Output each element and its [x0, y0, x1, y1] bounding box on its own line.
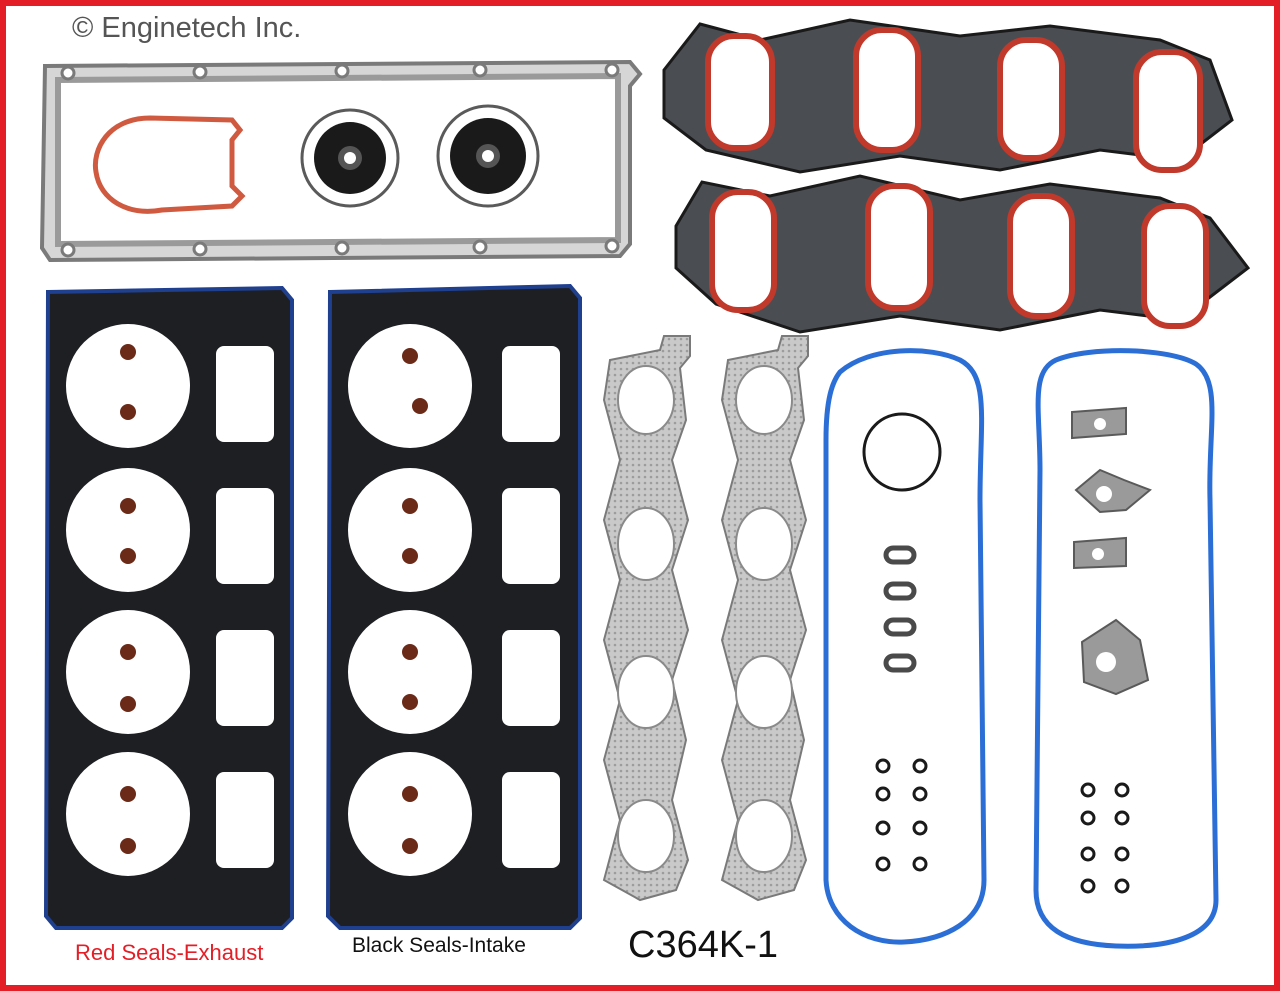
red-seals-caption: Red Seals-Exhaust: [75, 940, 264, 965]
part-number: C364K-1: [628, 924, 778, 966]
head-gasket-icon: [325, 283, 582, 930]
intake-manifold-gasket-icon: [662, 18, 1234, 174]
intake-manifold-gasket-icon: [674, 174, 1251, 334]
head-gasket-icon: [43, 285, 294, 930]
o-ring-icon: [300, 108, 400, 208]
copyright-text: © Enginetech Inc.: [72, 12, 302, 44]
exhaust-manifold-gasket-icon: [720, 335, 809, 902]
valley-cover-gasket-icon: [823, 348, 987, 945]
black-seals-caption: Black Seals-Intake: [352, 934, 526, 957]
valley-cover-plate-gasket: [39, 59, 643, 263]
valley-cover-gasket-icon: [1033, 348, 1219, 949]
exhaust-manifold-gasket-icon: [602, 335, 691, 902]
o-ring-icon: [436, 104, 540, 208]
